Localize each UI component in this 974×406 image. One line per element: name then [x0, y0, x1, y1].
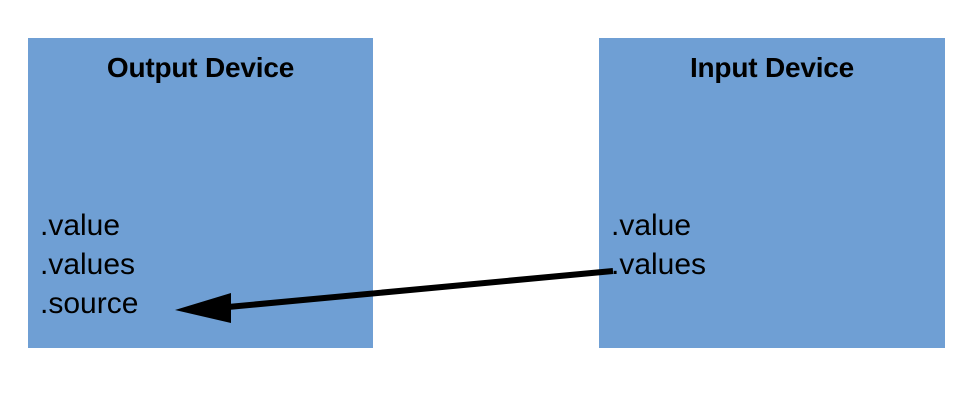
input-device-attr-values: .values	[611, 248, 707, 281]
input-device-attr-value: .value	[611, 209, 692, 242]
input-device-attribute-list: .value .values	[611, 206, 706, 284]
output-device-attr-source: .source	[40, 287, 139, 320]
input-device-title: Input Device	[689, 52, 855, 83]
input-device-box[interactable]: Input Device .value .values	[599, 38, 945, 348]
output-device-title: Output Device	[106, 52, 295, 83]
output-device-box[interactable]: Output Device .value .values .source	[28, 38, 373, 348]
output-device-attribute-list: .value .values .source	[40, 206, 138, 323]
output-device-attr-value: .value	[40, 209, 121, 242]
output-device-attr-values: .values	[40, 248, 136, 281]
